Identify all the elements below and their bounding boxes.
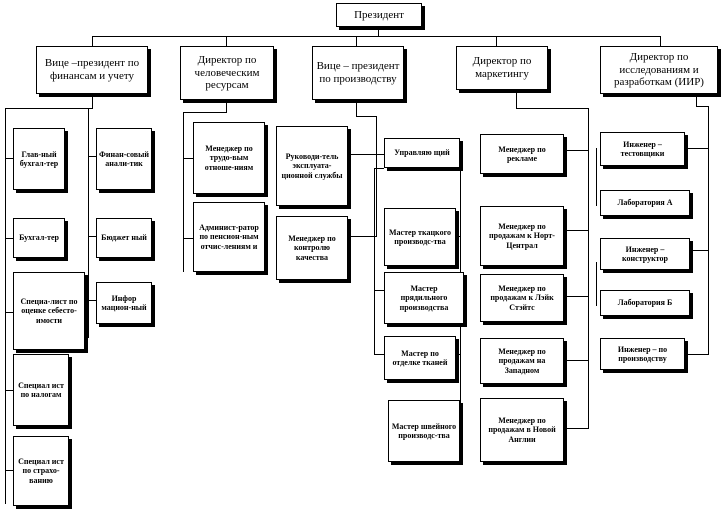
connector-line [5, 108, 6, 504]
production-manager-box: Управляю щий [384, 138, 460, 168]
info-box: Инфор мацион-ный [96, 282, 152, 324]
vp-production-box: Вице – президент по производству [312, 46, 404, 100]
connector-line [92, 36, 660, 37]
connector-line [226, 100, 227, 112]
connector-line [88, 108, 89, 338]
connector-line [92, 94, 93, 108]
sewing-master-box: Мастер швейного производс-тва [388, 400, 460, 462]
connector-line [183, 158, 193, 159]
rnd-director-box: Директор по исследованиям и разработкам … [600, 46, 718, 94]
marketing-director-box: Директор по маркетингу [456, 46, 548, 90]
connector-line [564, 150, 589, 151]
connector-line [92, 36, 93, 46]
connector-line [696, 106, 708, 107]
prod-engineer-box: Инженер – по производству [600, 338, 685, 370]
cost-specialist-box: Специа-лист по оценке себесто-имости [13, 272, 85, 350]
maintenance-head-box: Руководи-тель эксплуата-ционной службы [276, 126, 348, 206]
connector-line [183, 238, 193, 239]
budget-box: Бюджет ный [96, 218, 152, 258]
connector-line [374, 290, 384, 291]
connector-line [564, 230, 589, 231]
connector-line [496, 36, 497, 46]
connector-line [378, 27, 379, 36]
sales-north-central-box: Менеджер по продажам к Норт-Централ [480, 206, 564, 266]
quality-manager-box: Менеджер по контролю качества [276, 216, 348, 280]
tax-specialist-box: Специал ист по налогам [13, 354, 69, 426]
spinning-master-box: Мастер прядильного производства [384, 272, 464, 324]
connector-line [226, 36, 227, 46]
connector-line [374, 354, 384, 355]
finishing-master-box: Мастер по отделке тканей [384, 336, 456, 380]
connector-line [690, 250, 709, 251]
lab-a-box: Лаборатория А [600, 190, 690, 216]
connector-line [564, 296, 589, 297]
connector-line [356, 36, 357, 46]
design-engineer-box: Инженер – конструктор [600, 238, 690, 270]
financial-analyst-box: Финан-совый анали-тик [96, 128, 152, 190]
chief-accountant-box: Глав-ный бухгал-тер [13, 128, 65, 190]
connector-line [5, 108, 93, 109]
connector-line [516, 108, 588, 109]
sales-lake-states-box: Менеджер по продажам к Лэйк Стэйтс [480, 274, 564, 322]
connector-line [685, 148, 709, 149]
weaving-master-box: Мастер ткацкого производс-тва [384, 208, 456, 266]
connector-line [348, 236, 377, 237]
connector-line [356, 116, 377, 117]
connector-line [696, 94, 697, 106]
test-engineer-box: Инженер – тестовщики [600, 132, 685, 166]
connector-line [356, 100, 357, 116]
connector-line [588, 108, 589, 428]
connector-line [183, 112, 184, 272]
connector-line [596, 148, 597, 206]
pension-admin-box: Админист-ратор по пенсион-ным отчис-лени… [193, 202, 265, 272]
connector-line [685, 354, 709, 355]
connector-line [456, 354, 461, 355]
connector-line [596, 262, 597, 306]
connector-line [88, 156, 96, 157]
ad-manager-box: Менеджер по рекламе [480, 134, 564, 174]
connector-line [5, 158, 13, 159]
lab-b-box: Лаборатория Б [600, 290, 690, 316]
vp-finance-box: Вице –президент по финансам и учету [36, 46, 148, 94]
connector-line [5, 390, 13, 391]
connector-line [5, 312, 13, 313]
connector-line [708, 106, 709, 354]
connector-line [88, 236, 96, 237]
connector-line [456, 236, 461, 237]
connector-line [348, 154, 384, 155]
connector-line [660, 36, 661, 46]
sales-west-box: Менеджер по продажам на Западном [480, 338, 564, 384]
labor-manager-box: Менеджер по трудо-вым отноше-ниям [193, 122, 265, 194]
connector-line [5, 470, 13, 471]
accountant-box: Бухгал-тер [13, 218, 65, 258]
connector-line [183, 112, 227, 113]
connector-line [376, 116, 377, 236]
connector-line [5, 238, 13, 239]
connector-line [374, 168, 384, 169]
connector-line [516, 90, 517, 108]
insurance-specialist-box: Специал ист по страхо-ванию [13, 436, 69, 506]
connector-line [88, 300, 96, 301]
hr-director-box: Директор по человеческим ресурсам [180, 46, 274, 100]
connector-line [374, 168, 375, 354]
president-box: Президент [336, 3, 422, 27]
connector-line [564, 360, 589, 361]
sales-new-england-box: Менеджер по продажам в Новой Англии [480, 398, 564, 462]
connector-line [564, 428, 589, 429]
